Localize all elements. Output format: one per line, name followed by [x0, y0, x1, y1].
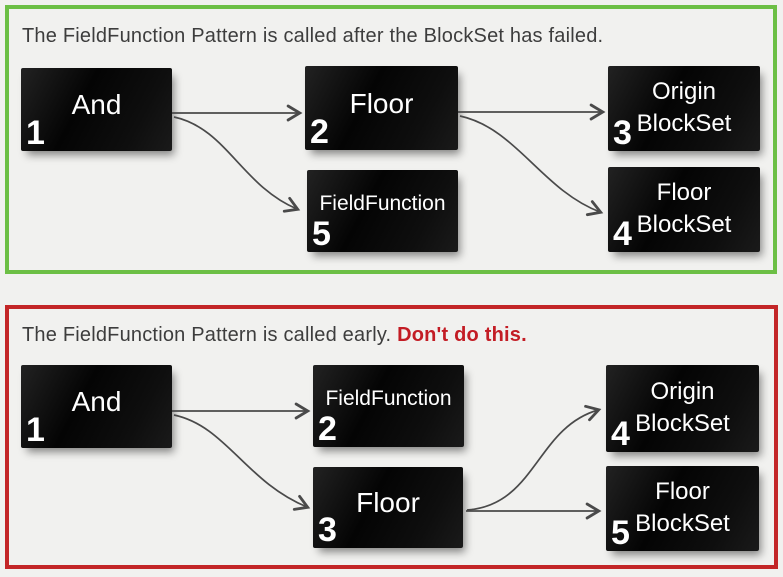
incorrect-title-warning: Don't do this. — [397, 324, 527, 346]
node-label: FieldFunction — [325, 387, 452, 411]
node-label-line1: Floor — [656, 179, 712, 207]
node-label-line1: Origin — [650, 378, 715, 406]
node-label: And — [71, 89, 122, 121]
node-number: 1 — [26, 114, 45, 152]
incorrect-node-floor-3: Floor 3 — [313, 467, 463, 548]
node-label-line1: Floor — [655, 478, 710, 506]
node-label: And — [71, 386, 122, 418]
node-label-line2: BlockSet — [635, 409, 730, 437]
correct-node-and-1: And 1 — [21, 68, 172, 151]
node-number: 2 — [310, 113, 329, 151]
correct-node-floor-2: Floor 2 — [305, 66, 458, 150]
node-number: 4 — [613, 215, 632, 253]
node-label: FieldFunction — [319, 192, 446, 216]
node-number: 5 — [312, 215, 331, 253]
correct-node-origin-blockset-3: Origin BlockSet 3 — [608, 66, 760, 151]
node-label: Floor — [356, 487, 420, 519]
node-number: 5 — [611, 514, 630, 552]
correct-panel-title: The FieldFunction Pattern is called afte… — [22, 25, 603, 48]
incorrect-node-floor-blockset-5: Floor BlockSet 5 — [606, 466, 759, 551]
correct-node-fieldfunction-5: FieldFunction 5 — [307, 170, 458, 252]
node-label-line2: BlockSet — [636, 109, 732, 137]
node-number: 2 — [318, 410, 337, 448]
node-label: Floor — [349, 87, 414, 119]
incorrect-node-fieldfunction-2: FieldFunction 2 — [313, 365, 464, 447]
node-number: 3 — [318, 511, 337, 549]
correct-title-text: The FieldFunction Pattern is called afte… — [22, 25, 604, 47]
incorrect-title-text: The FieldFunction Pattern is called earl… — [22, 324, 392, 346]
node-label-line1: Origin — [651, 78, 717, 106]
node-label-line2: BlockSet — [635, 509, 730, 537]
node-number: 4 — [611, 415, 630, 453]
correct-node-floor-blockset-4: Floor BlockSet 4 — [608, 167, 760, 252]
incorrect-panel-title: The FieldFunction Pattern is called earl… — [22, 324, 527, 347]
node-number: 3 — [613, 114, 632, 152]
node-number: 1 — [26, 411, 45, 449]
node-label-line2: BlockSet — [636, 210, 732, 238]
incorrect-node-origin-blockset-4: Origin BlockSet 4 — [606, 365, 759, 452]
incorrect-node-and-1: And 1 — [21, 365, 172, 448]
